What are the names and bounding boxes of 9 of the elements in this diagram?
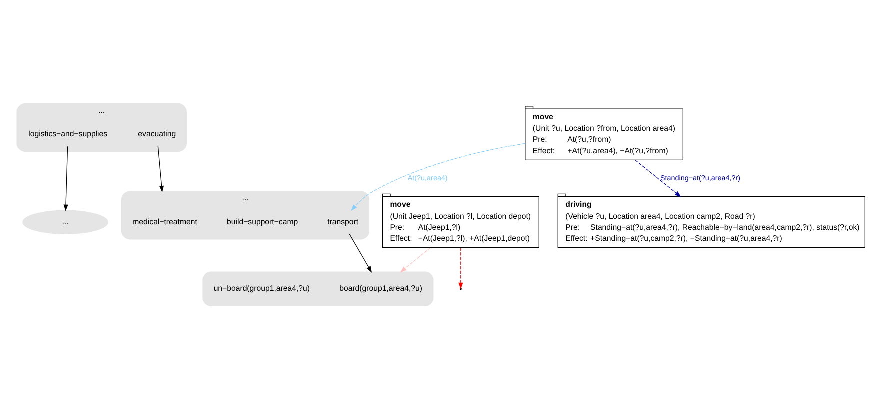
arrow — [634, 159, 681, 197]
arrow — [400, 247, 430, 272]
arrow — [157, 146, 164, 192]
cluster — [202, 271, 434, 306]
arrow — [350, 142, 526, 211]
arrow — [63, 146, 68, 211]
edge-label: At(?u,area4) — [407, 172, 448, 182]
edge-label: Standing−at(?u,area4,?r) — [660, 172, 740, 182]
arrow — [348, 234, 372, 272]
